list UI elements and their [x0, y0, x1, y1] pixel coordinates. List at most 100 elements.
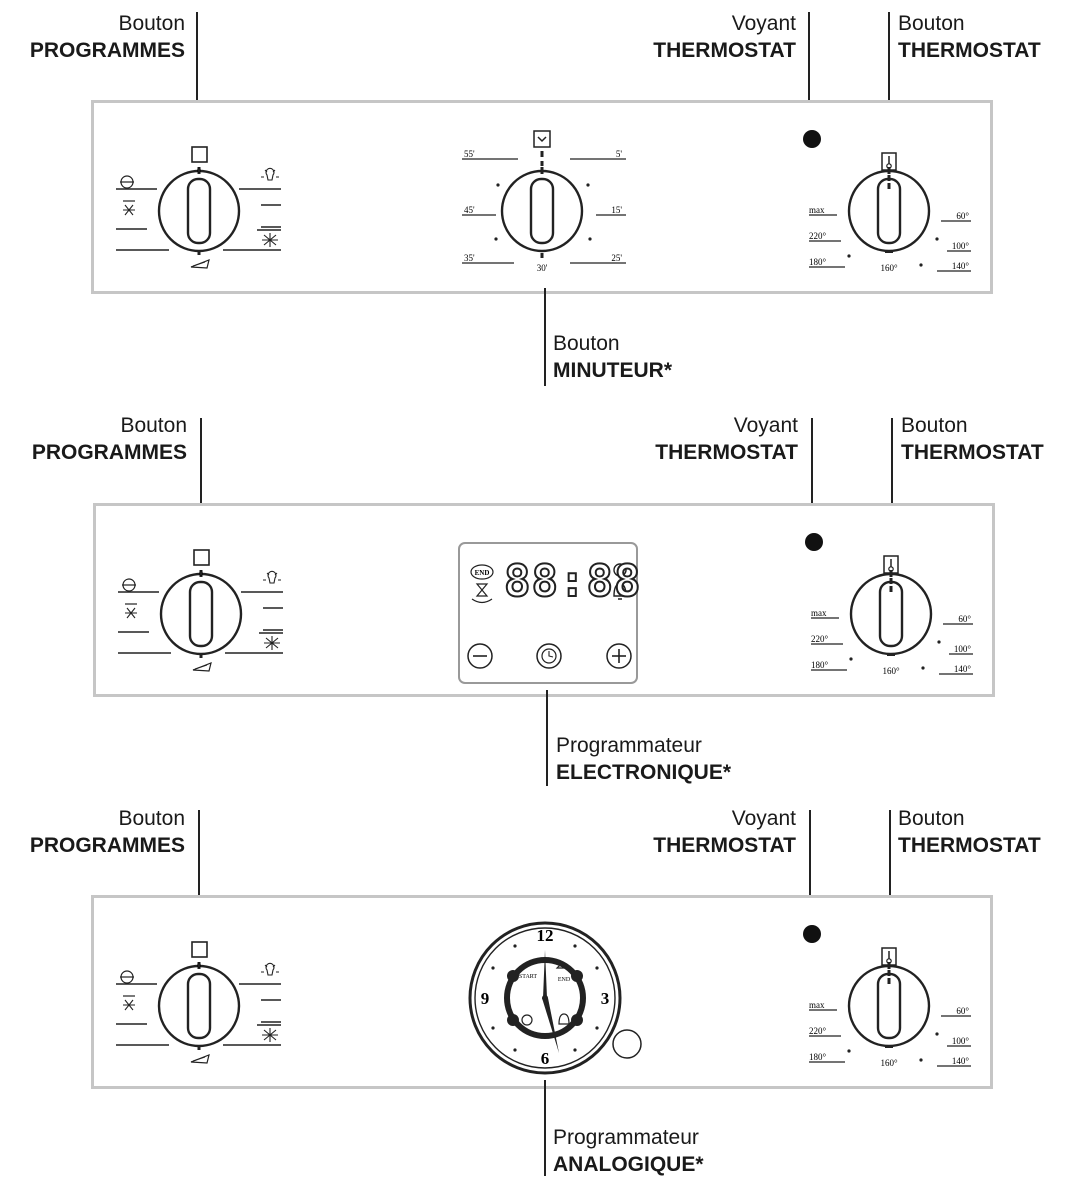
clock-icon [521, 1014, 533, 1026]
thermo-label-140: 140° [954, 664, 972, 674]
hour-hand [543, 950, 547, 998]
thermo-label-220: 220° [809, 231, 827, 241]
thermostat-knob[interactable]: max 220° 180° 160° 60° 100° 140° [807, 151, 973, 273]
thermo-label-160: 160° [880, 263, 898, 273]
thermo-label-max: max [809, 1000, 825, 1010]
label-programmes-lower: Bouton PROGRAMMES [10, 805, 185, 859]
voyant-indicator [803, 130, 821, 148]
label-programmes-top: Bouton PROGRAMMES [10, 10, 185, 64]
clock-icon [541, 648, 557, 664]
panel-svg: 0 55' 5' 45' 15' 35' 25' 30' [114, 130, 973, 273]
end-knob[interactable] [571, 970, 583, 982]
label-line1: Bouton [118, 807, 185, 830]
thermo-label-160: 160° [882, 666, 900, 676]
minuteur-knob[interactable]: 55' 5' 45' 15' 35' 25' 30' [462, 130, 626, 273]
start-knob[interactable] [507, 970, 519, 982]
thermo-label-60: 60° [956, 1006, 969, 1016]
control-panel-lower: 0 12 3 6 9 START END [91, 895, 993, 1089]
clock-number-3: 3 [601, 989, 610, 1008]
leader-line [544, 288, 546, 386]
thermo-label-140: 140° [952, 1056, 970, 1066]
thermo-label-180: 180° [809, 257, 827, 267]
thermo-label-220: 220° [809, 1026, 827, 1036]
lcd-display: 88:88 [503, 556, 642, 607]
panel-svg: 0 max 220° 180° 160° 60° 100° 140° [116, 533, 975, 676]
timer-label-15: 15' [611, 205, 622, 215]
label-line2: PROGRAMMES [29, 834, 185, 857]
control-panel-middle: 0 max 220° 180° 160° 60° 100° 140° END [93, 503, 995, 697]
panel-svg: 0 12 3 6 9 START END [114, 921, 973, 1075]
label-line1: Voyant [731, 12, 796, 35]
knob-zero-label: 0 [197, 166, 201, 175]
electronic-programmer: END 88:88 [458, 542, 642, 684]
clock-button[interactable] [536, 643, 562, 669]
leader-line [811, 418, 813, 530]
thermo-label-max: max [809, 205, 825, 215]
timer-label-55: 55' [464, 149, 475, 159]
lcd-svg: END [467, 563, 632, 669]
end-badge-label: END [475, 569, 490, 577]
label-line2: THERMOSTAT [898, 834, 1041, 857]
leader-line [544, 1080, 546, 1176]
programmes-knob[interactable]: 0 [114, 145, 283, 270]
thermo-label-100: 100° [952, 241, 970, 251]
label-line1: Programmateur [556, 734, 702, 757]
minute-hand [542, 998, 559, 1053]
label-thermostat-lower: Bouton THERMOSTAT [898, 805, 1041, 859]
label-line2: THERMOSTAT [898, 39, 1041, 62]
thermo-label-max: max [811, 608, 827, 618]
minus-button[interactable] [467, 643, 493, 669]
knob-zero-label: 0 [199, 569, 203, 578]
label-voyant-lower: Voyant THERMOSTAT [600, 805, 796, 859]
control-panel-top: 0 55' 5' 45' 15' 35' 25' 30' [91, 100, 993, 294]
label-line2: THERMOSTAT [655, 441, 798, 464]
label-line2: THERMOSTAT [653, 39, 796, 62]
label-line2: THERMOSTAT [653, 834, 796, 857]
analog-programmer[interactable]: 12 3 6 9 START END [468, 921, 622, 1075]
thermo-label-60: 60° [956, 211, 969, 221]
label-line1: Bouton [898, 807, 965, 830]
leader-line [888, 12, 890, 119]
thermo-label-60: 60° [958, 614, 971, 624]
label-thermostat-middle: Bouton THERMOSTAT [901, 412, 1044, 466]
label-line1: Programmateur [553, 1126, 699, 1149]
timer-label-35: 35' [464, 253, 475, 263]
clock-set-knob[interactable] [507, 1014, 519, 1026]
thermostat-knob[interactable]: max 220° 180° 160° 60° 100° 140° [809, 554, 975, 676]
timer-label-45: 45' [464, 205, 475, 215]
plus-button[interactable] [606, 643, 632, 669]
thermo-label-100: 100° [954, 644, 972, 654]
voyant-indicator [803, 925, 821, 943]
label-line1: Voyant [731, 807, 796, 830]
thermostat-knob[interactable]: max 220° 180° 160° 60° 100° 140° [807, 946, 973, 1068]
leader-line [891, 418, 893, 524]
leader-line [200, 418, 202, 518]
bell-knob[interactable] [571, 1014, 583, 1026]
leader-line [808, 12, 810, 126]
start-label: START [519, 974, 537, 980]
label-line1: Bouton [898, 12, 965, 35]
clock-number-9: 9 [481, 989, 490, 1008]
label-electronique: Programmateur ELECTRONIQUE* [556, 732, 731, 786]
label-minuteur: Bouton MINUTEUR* [553, 330, 672, 384]
knob-zero-label: 0 [197, 961, 201, 970]
chevron-box-icon [533, 130, 551, 148]
label-line2: THERMOSTAT [901, 441, 1044, 464]
thermo-label-100: 100° [952, 1036, 970, 1046]
timer-label-5: 5' [616, 149, 623, 159]
clock-number-12: 12 [537, 926, 554, 945]
leader-line [809, 810, 811, 922]
label-line2: PROGRAMMES [31, 441, 187, 464]
programmes-knob[interactable]: 0 [116, 548, 285, 673]
end-badge-icon [470, 564, 494, 580]
timer-icon [475, 583, 489, 597]
thermo-label-160: 160° [880, 1058, 898, 1068]
label-line1: Bouton [118, 12, 185, 35]
label-line2: PROGRAMMES [29, 39, 185, 62]
label-line2: MINUTEUR* [553, 359, 672, 382]
dish-icon [555, 963, 573, 969]
label-programmes-middle: Bouton PROGRAMMES [12, 412, 187, 466]
programmer-knob[interactable] [612, 1029, 642, 1059]
label-voyant-middle: Voyant THERMOSTAT [602, 412, 798, 466]
programmes-knob[interactable]: 0 [114, 940, 283, 1065]
